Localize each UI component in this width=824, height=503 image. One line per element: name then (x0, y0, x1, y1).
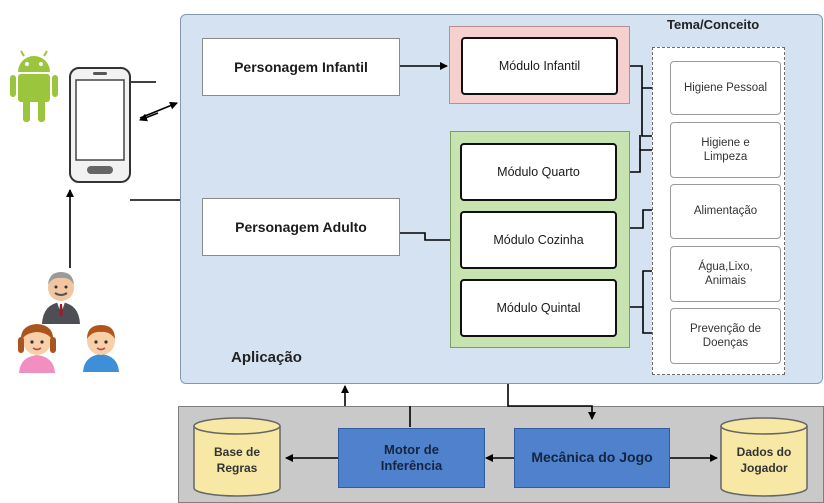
rules-label-line: Regras (216, 461, 258, 476)
module-cozinha: Módulo Cozinha (460, 211, 617, 269)
concept-text-line: Doenças (702, 337, 749, 349)
player-data-database-icon (720, 417, 808, 497)
rules-database-icon (193, 417, 281, 497)
smartphone-icon (69, 67, 131, 183)
concept-title: Tema/Conceito (667, 17, 760, 32)
concept-text-line: Higiene e (701, 136, 750, 149)
module-infantil: Módulo Infantil (461, 37, 618, 95)
elderly-man-icon (42, 272, 80, 324)
concept-text-line: Animais (705, 275, 746, 287)
player-data-label: Dados do Jogador (719, 444, 809, 476)
application-label: Aplicação (231, 349, 302, 366)
girl-icon (18, 324, 56, 373)
inference-engine-box: Motor de Inferência (338, 428, 485, 488)
rules-label-line: Base de (213, 445, 261, 459)
inference-label-line: Inferência (380, 458, 443, 473)
concept-text-line: Prevenção de (690, 322, 761, 335)
inference-label-line: Motor de (384, 441, 439, 457)
player-data-label-line: Dados do (736, 445, 792, 459)
concept-prevencao-doencas: Prevenção de Doenças (670, 308, 781, 364)
module-quintal: Módulo Quintal (460, 279, 617, 337)
module-quarto: Módulo Quarto (460, 143, 617, 201)
adult-character-box: Personagem Adulto (202, 198, 400, 256)
game-mechanics-box: Mecânica do Jogo (514, 428, 670, 488)
concept-text-line: Água,Lixo, (698, 260, 753, 273)
concept-higiene-limpeza: Higiene e Limpeza (670, 122, 781, 178)
concept-agua-lixo-animais: Água,Lixo, Animais (670, 246, 781, 302)
android-robot-icon (10, 50, 58, 122)
player-data-label-line: Jogador (740, 461, 788, 476)
concept-text-line: Limpeza (703, 151, 748, 163)
boy-icon (83, 325, 119, 372)
concept-higiene-pessoal: Higiene Pessoal (670, 61, 781, 115)
child-character-box: Personagem Infantil (202, 38, 400, 96)
concept-alimentacao: Alimentação (670, 184, 781, 239)
rules-database-label: Base de Regras (192, 444, 282, 476)
